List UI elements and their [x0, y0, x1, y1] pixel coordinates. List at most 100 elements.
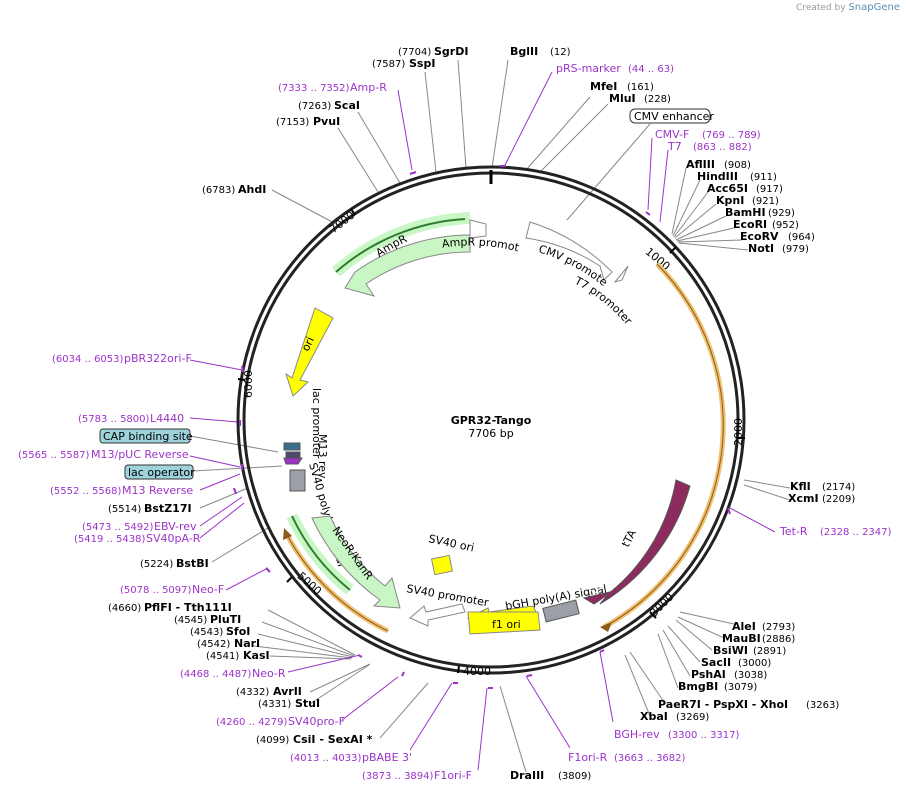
svg-text:(7153): (7153)	[276, 117, 309, 128]
svg-text:NarI: NarI	[234, 637, 260, 650]
enzyme-alei: AleI(2793)	[732, 620, 795, 633]
svg-text:(3079): (3079)	[724, 682, 757, 693]
svg-text:F1ori-F: F1ori-F	[434, 769, 472, 782]
svg-text:Neo-R: Neo-R	[252, 667, 286, 680]
primer-f1ori-r: F1ori-R(3663 .. 3682)	[568, 751, 686, 764]
primer-leaders	[189, 71, 776, 771]
primer-ebv-rev: (5473 .. 5492)EBV-rev	[82, 520, 197, 533]
leader-lines	[189, 59, 791, 773]
svg-text:(3263): (3263)	[806, 700, 839, 711]
enzyme-ecorv: EcoRV(964)	[740, 230, 815, 243]
enzyme-paer7i-pspxi-xhoi: PaeR7I - PspXI - XhoI(3263)	[658, 698, 839, 711]
svg-text:(6783): (6783)	[202, 185, 235, 196]
enzyme-maubi: MauBI(2886)	[722, 632, 795, 645]
ori-label: ori	[299, 335, 317, 354]
neor-region-arc-line	[285, 532, 389, 632]
t7-promoter-arrow	[613, 265, 629, 283]
svg-text:BstZ17I: BstZ17I	[144, 502, 192, 515]
svg-text:(911): (911)	[750, 172, 777, 183]
svg-text:(44 .. 63): (44 .. 63)	[628, 64, 674, 75]
svg-text:T7: T7	[667, 140, 682, 153]
svg-text:StuI: StuI	[295, 697, 320, 710]
enzyme-hindiii: HindIII (911)	[697, 170, 777, 183]
bgh-polya-box	[542, 599, 580, 623]
ruler-label-6000: 6000	[242, 370, 255, 398]
svg-text:HindIII: HindIII	[697, 170, 738, 183]
ruler-ticks	[237, 208, 745, 674]
svg-text:NotI: NotI	[748, 242, 774, 255]
svg-text:(908): (908)	[724, 160, 751, 171]
enzyme-ahdi: (6783)AhdI	[202, 183, 266, 196]
svg-text:lac operator: lac operator	[128, 466, 195, 479]
primer-m13-puc-reverse: (5565 .. 5587)M13/pUC Reverse	[18, 448, 189, 461]
enzyme-pflfi-tth111i: (4660)PflFI - Tth111I	[108, 601, 232, 614]
svg-text:(7333 .. 7352): (7333 .. 7352)	[278, 83, 350, 94]
ruler-label-2000: 2000	[732, 418, 745, 446]
svg-text:MluI: MluI	[609, 92, 636, 105]
enzyme-sacii: SacII(3000)	[701, 656, 771, 669]
svg-text:(5565 .. 5587): (5565 .. 5587)	[18, 450, 90, 461]
primer-l4440: (5783 .. 5800)L4440	[78, 412, 184, 425]
neor-arrow	[311, 515, 401, 609]
svg-text:pBABE 3': pBABE 3'	[362, 751, 412, 764]
svg-text:(4541): (4541)	[206, 651, 239, 662]
svg-text:(929): (929)	[768, 208, 795, 219]
tta-region-arc-line	[603, 263, 724, 628]
enzyme-xcmi: XcmI(2209)	[788, 492, 855, 505]
svg-text:(5552 .. 5568): (5552 .. 5568)	[50, 486, 122, 497]
m13-rev-primer-box	[283, 457, 303, 465]
svg-text:KpnI: KpnI	[716, 194, 744, 207]
ori-arrow	[285, 307, 334, 397]
svg-text:(4332): (4332)	[236, 687, 269, 698]
svg-text:pBR322ori-F: pBR322ori-F	[124, 352, 192, 365]
svg-text:M13/pUC Reverse: M13/pUC Reverse	[91, 448, 189, 461]
svg-text:XbaI: XbaI	[640, 710, 668, 723]
enzyme-xbai: XbaI(3269)	[640, 710, 709, 723]
f1-ori-label: f1 ori	[492, 618, 521, 631]
enzyme-avrii: (4332)AvrII	[236, 685, 302, 698]
enzyme-sfoi: (4543)SfoI	[190, 625, 250, 638]
svg-text:SV40pro-F: SV40pro-F	[288, 715, 345, 728]
svg-text:(7263): (7263)	[298, 101, 331, 112]
primer-pbr322ori-f: (6034 .. 6053)pBR322ori-F	[52, 352, 192, 365]
svg-text:(5514): (5514)	[108, 504, 141, 515]
svg-text:(3809): (3809)	[558, 771, 591, 782]
svg-text:(7704): (7704)	[398, 47, 431, 58]
svg-text:(2328 .. 2347): (2328 .. 2347)	[820, 527, 892, 538]
svg-text:(5473 .. 5492): (5473 .. 5492)	[82, 522, 154, 533]
enzyme-kpni: KpnI(921)	[716, 194, 779, 207]
sv40-promoter-label: SV40 promoter	[405, 582, 490, 609]
neor-arrowhead	[283, 528, 292, 540]
svg-text:(4542): (4542)	[197, 639, 230, 650]
enzyme-noti: NotI (979)	[748, 242, 809, 255]
svg-text:EcoRV: EcoRV	[740, 230, 779, 243]
lac-promoter-label: lac promoter	[310, 388, 323, 459]
neor-green-line	[291, 515, 351, 591]
primer-neo-r: (4468 .. 4487)Neo-R	[180, 667, 286, 680]
primer-sv40pro-f: (4260 .. 4279)SV40pro-F	[216, 715, 345, 728]
svg-text:AhdI: AhdI	[238, 183, 266, 196]
svg-text:(4099): (4099)	[256, 735, 289, 746]
svg-text:BmgBI: BmgBI	[678, 680, 718, 693]
primer-sv40pa-r: (5419 .. 5438)SV40pA-R	[74, 532, 201, 545]
lac-operator-callout: lac operator	[124, 464, 195, 480]
sv40-promoter-arrow	[409, 603, 466, 627]
svg-text:BsiWI: BsiWI	[713, 644, 748, 657]
enzyme-afliii: AflIII(908)	[686, 158, 751, 171]
m13-rev-label: M13 rev	[316, 434, 329, 479]
sv40-ori-box	[430, 554, 454, 576]
enzyme-pluti: (4545)PluTI	[174, 613, 241, 626]
svg-text:SspI: SspI	[409, 57, 435, 70]
svg-text:CMV enhancer: CMV enhancer	[634, 110, 714, 123]
svg-text:(4468 .. 4487): (4468 .. 4487)	[180, 669, 252, 680]
svg-text:(5419 .. 5438): (5419 .. 5438)	[74, 534, 146, 545]
enzyme-mfei: MfeI(161)	[590, 80, 654, 93]
svg-text:Acc65I: Acc65I	[707, 182, 748, 195]
svg-text:(979): (979)	[782, 244, 809, 255]
primer-m13-reverse: (5552 .. 5568)M13 Reverse	[50, 484, 193, 497]
svg-text:(3663 .. 3682): (3663 .. 3682)	[614, 753, 686, 764]
svg-text:(12): (12)	[550, 47, 571, 58]
svg-text:pRS-marker: pRS-marker	[556, 62, 621, 75]
svg-text:MfeI: MfeI	[590, 80, 617, 93]
svg-text:(3873 .. 3894): (3873 .. 3894)	[362, 771, 434, 782]
